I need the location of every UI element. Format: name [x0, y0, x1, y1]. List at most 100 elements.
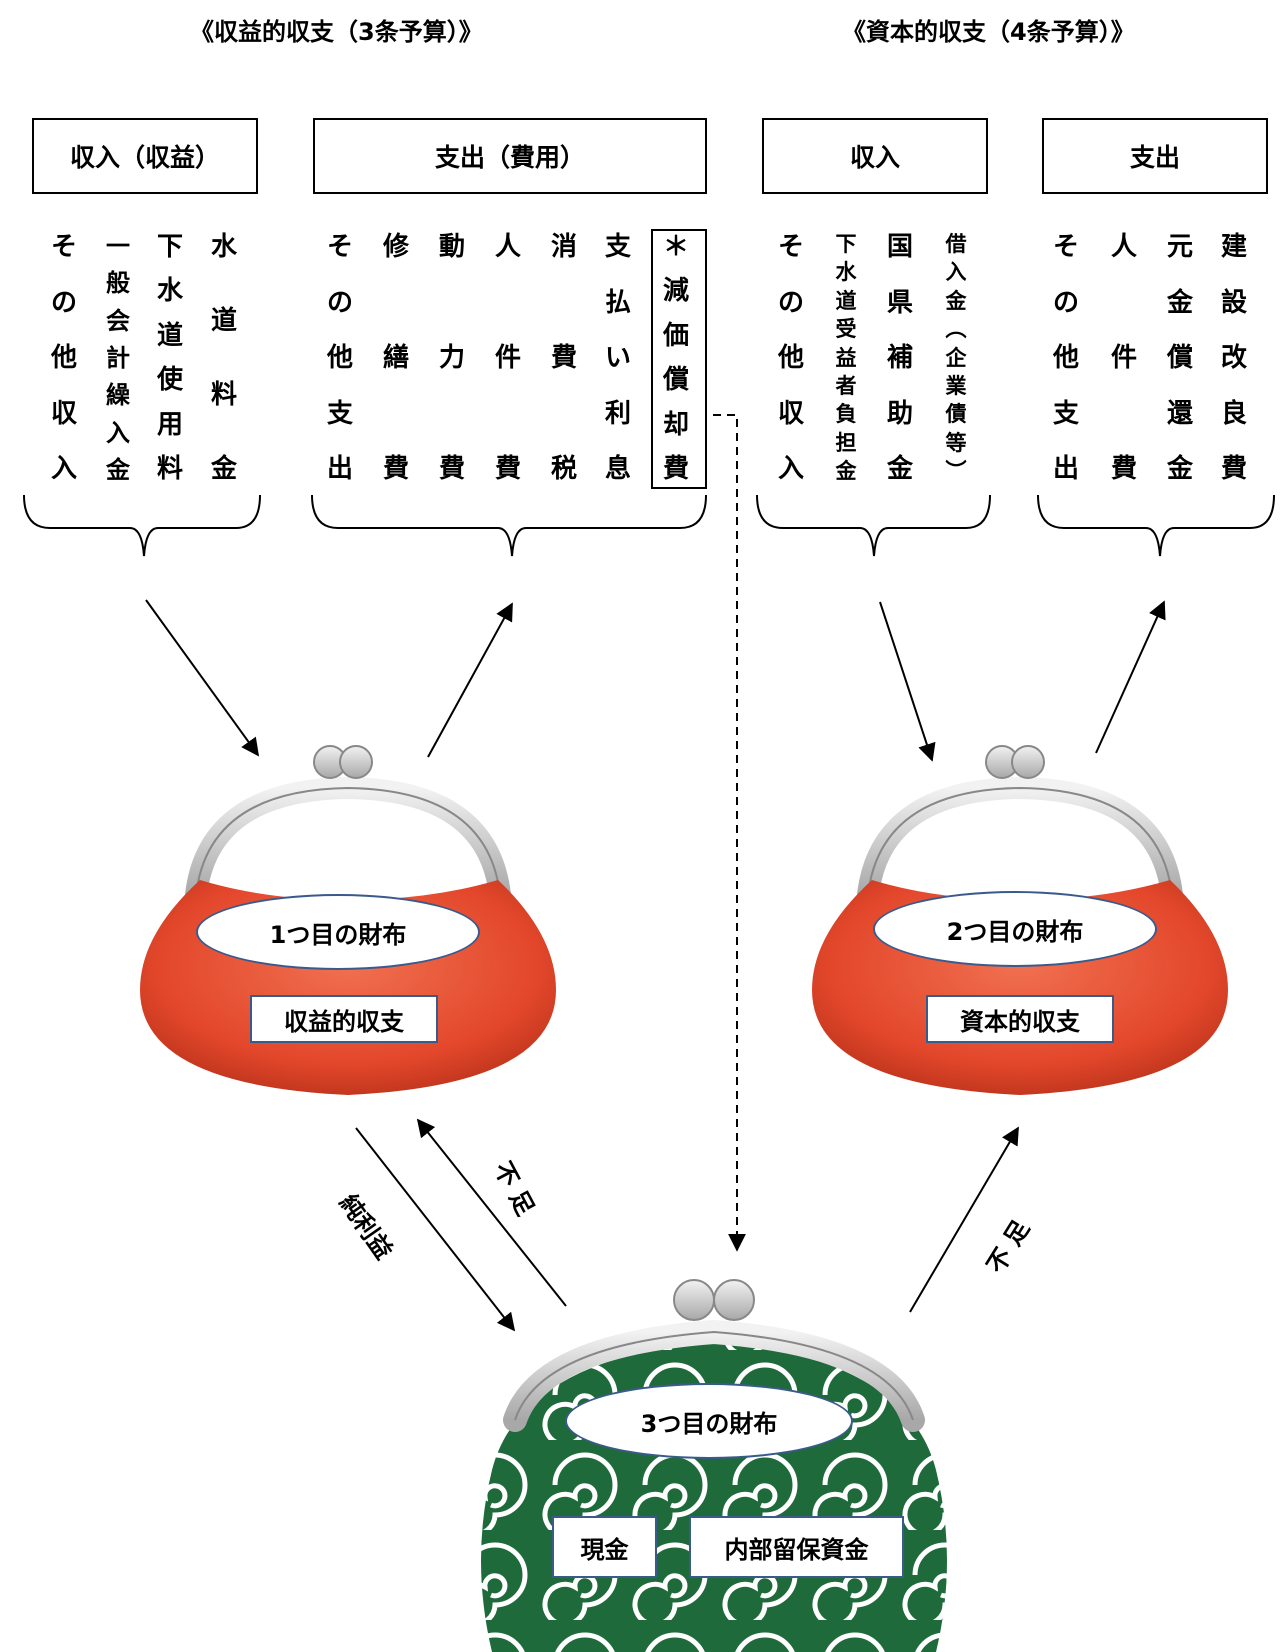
char: 国 — [886, 232, 913, 262]
char: 却 — [662, 409, 689, 440]
char: 下 — [156, 232, 183, 262]
char: の — [326, 287, 353, 318]
brace-capital-income — [756, 494, 991, 557]
wallet-2-name: 2つ目の財布 — [873, 891, 1157, 967]
capital-section-title: 《資本的収支（4条予算）》 — [842, 18, 1135, 46]
char: 等 — [945, 430, 967, 455]
char: そ — [777, 232, 804, 262]
char: 者 — [835, 373, 857, 398]
capital-expense-item-1: 人件費 — [1104, 234, 1144, 482]
char: 負 — [835, 402, 857, 427]
char: 件 — [1110, 343, 1137, 373]
char: 価 — [662, 320, 689, 351]
brace-revenue-income — [23, 494, 261, 557]
char: 入 — [50, 454, 77, 484]
brace-capital-expense — [1037, 494, 1275, 557]
char: 水 — [156, 276, 183, 307]
char: 費 — [438, 454, 465, 484]
arrow-wallet1-to-expense — [427, 602, 513, 758]
revenue-expense-item-5: 支払い利息 — [598, 234, 638, 482]
capital-expense-item-3: 建設改良費 — [1214, 234, 1254, 482]
char: 金 — [835, 459, 857, 483]
char: 金 — [945, 288, 967, 313]
char: の — [1052, 287, 1079, 318]
revenue-income-item-3: 水道料金 — [204, 234, 244, 482]
char: そ — [50, 232, 77, 262]
char: 県 — [886, 287, 913, 318]
char: 払 — [604, 287, 631, 318]
arrow-shortage-right — [909, 1126, 1019, 1313]
char: 改 — [1220, 343, 1247, 373]
arrow-net-profit — [355, 1127, 516, 1332]
char: 金 — [886, 454, 913, 484]
char: 息 — [604, 454, 631, 484]
char: 繰 — [106, 381, 130, 410]
char: 他 — [50, 343, 77, 373]
char: 他 — [326, 343, 353, 373]
char: 費 — [1110, 454, 1137, 484]
char: 件 — [494, 343, 521, 373]
revenue-expense-item-0: その他支出 — [320, 234, 360, 482]
char: 料 — [156, 453, 183, 484]
char: ︶ — [945, 459, 967, 483]
wallet-3-reserve-label: 内部留保資金 — [689, 1516, 904, 1578]
char: 債 — [945, 402, 967, 427]
arrow-income-to-wallet2 — [879, 601, 936, 762]
revenue-expense-item-4: 消費税 — [544, 234, 584, 482]
char: 受 — [835, 317, 857, 342]
capital-expense-header: 支出 — [1042, 118, 1268, 194]
char: の — [777, 287, 804, 318]
wallet-1-name: 1つ目の財布 — [196, 894, 480, 970]
char: 会 — [106, 306, 130, 335]
char: 力 — [438, 343, 465, 373]
revenue-income-item-2: 下水道使用料 — [150, 234, 190, 482]
char: そ — [1052, 232, 1079, 262]
char: 補 — [886, 343, 913, 373]
char: 他 — [1052, 343, 1079, 373]
char: 建 — [1220, 232, 1247, 262]
char: そ — [326, 232, 353, 262]
capital-expense-item-2: 元金償還金 — [1160, 234, 1200, 482]
char: 金 — [210, 454, 237, 484]
char: 支 — [1052, 398, 1079, 429]
char: 水 — [210, 232, 237, 262]
char: 用 — [156, 409, 183, 440]
char: 元 — [1166, 232, 1193, 262]
char: 良 — [1220, 398, 1247, 429]
char: 益 — [835, 345, 857, 370]
char: 般 — [106, 269, 130, 298]
revenue-expense-item-6: ＊減価償却費 — [656, 234, 696, 482]
char: 収 — [777, 398, 804, 429]
char: 出 — [1052, 454, 1079, 484]
char: 助 — [886, 398, 913, 429]
capital-income-header: 収入 — [762, 118, 988, 194]
char: 道 — [835, 288, 857, 313]
char: 消 — [550, 232, 577, 262]
capital-income-item-1: 下水道受益者負担金 — [826, 234, 866, 482]
wallet-3-name: 3つ目の財布 — [565, 1383, 853, 1459]
char: 人 — [1110, 232, 1137, 262]
char: 費 — [662, 453, 689, 484]
char: 支 — [326, 398, 353, 429]
char: 税 — [550, 454, 577, 484]
wallet-2-label: 資本的収支 — [926, 995, 1114, 1043]
capital-income-item-3: 借入金︵企業債等︶ — [936, 234, 976, 482]
char: ＊ — [662, 232, 689, 262]
char: 費 — [382, 454, 409, 484]
depreciation-dashed-connector — [713, 414, 746, 1252]
char: 費 — [550, 343, 577, 373]
revenue-income-item-1: 一般会計繰入金 — [98, 234, 138, 482]
char: 料 — [210, 380, 237, 410]
wallet-3-cash-label: 現金 — [552, 1516, 657, 1578]
char: 計 — [106, 343, 130, 372]
char: 人 — [494, 232, 521, 262]
char: 金 — [1166, 287, 1193, 318]
char: 一 — [106, 232, 130, 260]
char: 減 — [662, 276, 689, 307]
char: 業 — [945, 373, 967, 398]
char: 下 — [835, 232, 857, 256]
char: い — [604, 343, 631, 373]
wallet-3-graphic — [481, 1279, 947, 1652]
char: 入 — [777, 454, 804, 484]
arrow-income-to-wallet1 — [145, 599, 260, 757]
